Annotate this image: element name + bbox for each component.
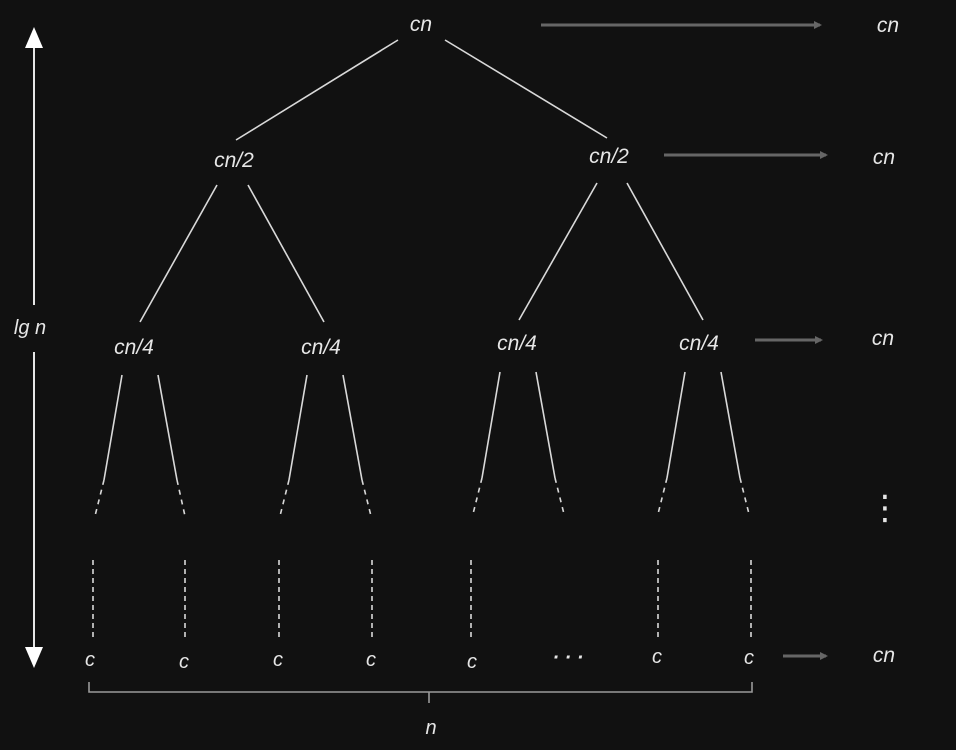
- level-cost: cn: [872, 327, 894, 350]
- edge-l2d-right: [720, 371, 741, 479]
- node-level2: cn/4: [679, 332, 719, 355]
- height-axis-up-arrowhead: [25, 27, 43, 48]
- edge-l2a-left-dashed: [94, 479, 105, 517]
- edge-l2c-left-dashed: [472, 477, 483, 515]
- edge-l2a-left: [103, 374, 123, 481]
- edge-l2b-left-dashed: [279, 479, 290, 517]
- height-axis: lg n: [14, 27, 46, 668]
- node-level2: cn/4: [114, 336, 154, 359]
- height-axis-down-arrowhead: [25, 647, 43, 668]
- leaf-node: c: [273, 649, 283, 671]
- leaf-count-label: n: [425, 717, 436, 739]
- level-cost: cn: [873, 146, 895, 169]
- level-cost: cn: [873, 644, 895, 667]
- node-root: cn: [410, 13, 432, 36]
- edge-root-left: [235, 39, 399, 141]
- edge-l1a-left: [139, 184, 218, 323]
- edge-l2b-right: [342, 374, 363, 481]
- node-level1-right: cn/2: [589, 145, 629, 168]
- level-cost-ellipsis: ⋮: [868, 489, 902, 527]
- tree-edges: [94, 39, 750, 517]
- edge-l2b-left: [288, 374, 308, 481]
- edge-l2c-left: [481, 371, 501, 479]
- leaf-node: c: [366, 649, 376, 671]
- edge-l2d-left-dashed: [657, 477, 668, 515]
- edge-l2c-right: [535, 371, 556, 479]
- level-cost-arrows: [541, 21, 828, 660]
- leaf-node: c: [85, 649, 95, 671]
- node-level2: cn/4: [497, 332, 537, 355]
- edge-l1b-right: [626, 182, 704, 321]
- leaf-node: c: [744, 647, 754, 669]
- edge-l2c-right-dashed: [554, 477, 565, 515]
- leaf-node: c: [179, 651, 189, 673]
- height-label: lg n: [14, 317, 46, 339]
- leaf-connectors: [92, 560, 752, 640]
- edge-l2d-left: [666, 371, 686, 479]
- leaf-node: c: [467, 651, 477, 673]
- level-costs: cn cn cn ⋮ cn: [868, 14, 902, 667]
- edge-l2a-right: [157, 374, 178, 481]
- node-level1-left: cn/2: [214, 149, 254, 172]
- tree-nodes: cn cn/2 cn/2 cn/4 cn/4 cn/4 cn/4 c c c c…: [85, 13, 754, 673]
- level-cost: cn: [877, 14, 899, 37]
- edge-l1a-right: [247, 184, 325, 323]
- node-level2: cn/4: [301, 336, 341, 359]
- edge-l1b-left: [518, 182, 598, 321]
- edge-l2a-right-dashed: [176, 479, 186, 517]
- edge-l2b-right-dashed: [361, 479, 372, 517]
- leaf-count-brace: n: [88, 682, 753, 739]
- edge-l2d-right-dashed: [739, 477, 750, 515]
- leaf-ellipsis: · · ·: [552, 647, 583, 669]
- leaf-count-bracket: [88, 682, 753, 703]
- edge-root-right: [444, 39, 608, 139]
- leaf-node: c: [652, 646, 662, 668]
